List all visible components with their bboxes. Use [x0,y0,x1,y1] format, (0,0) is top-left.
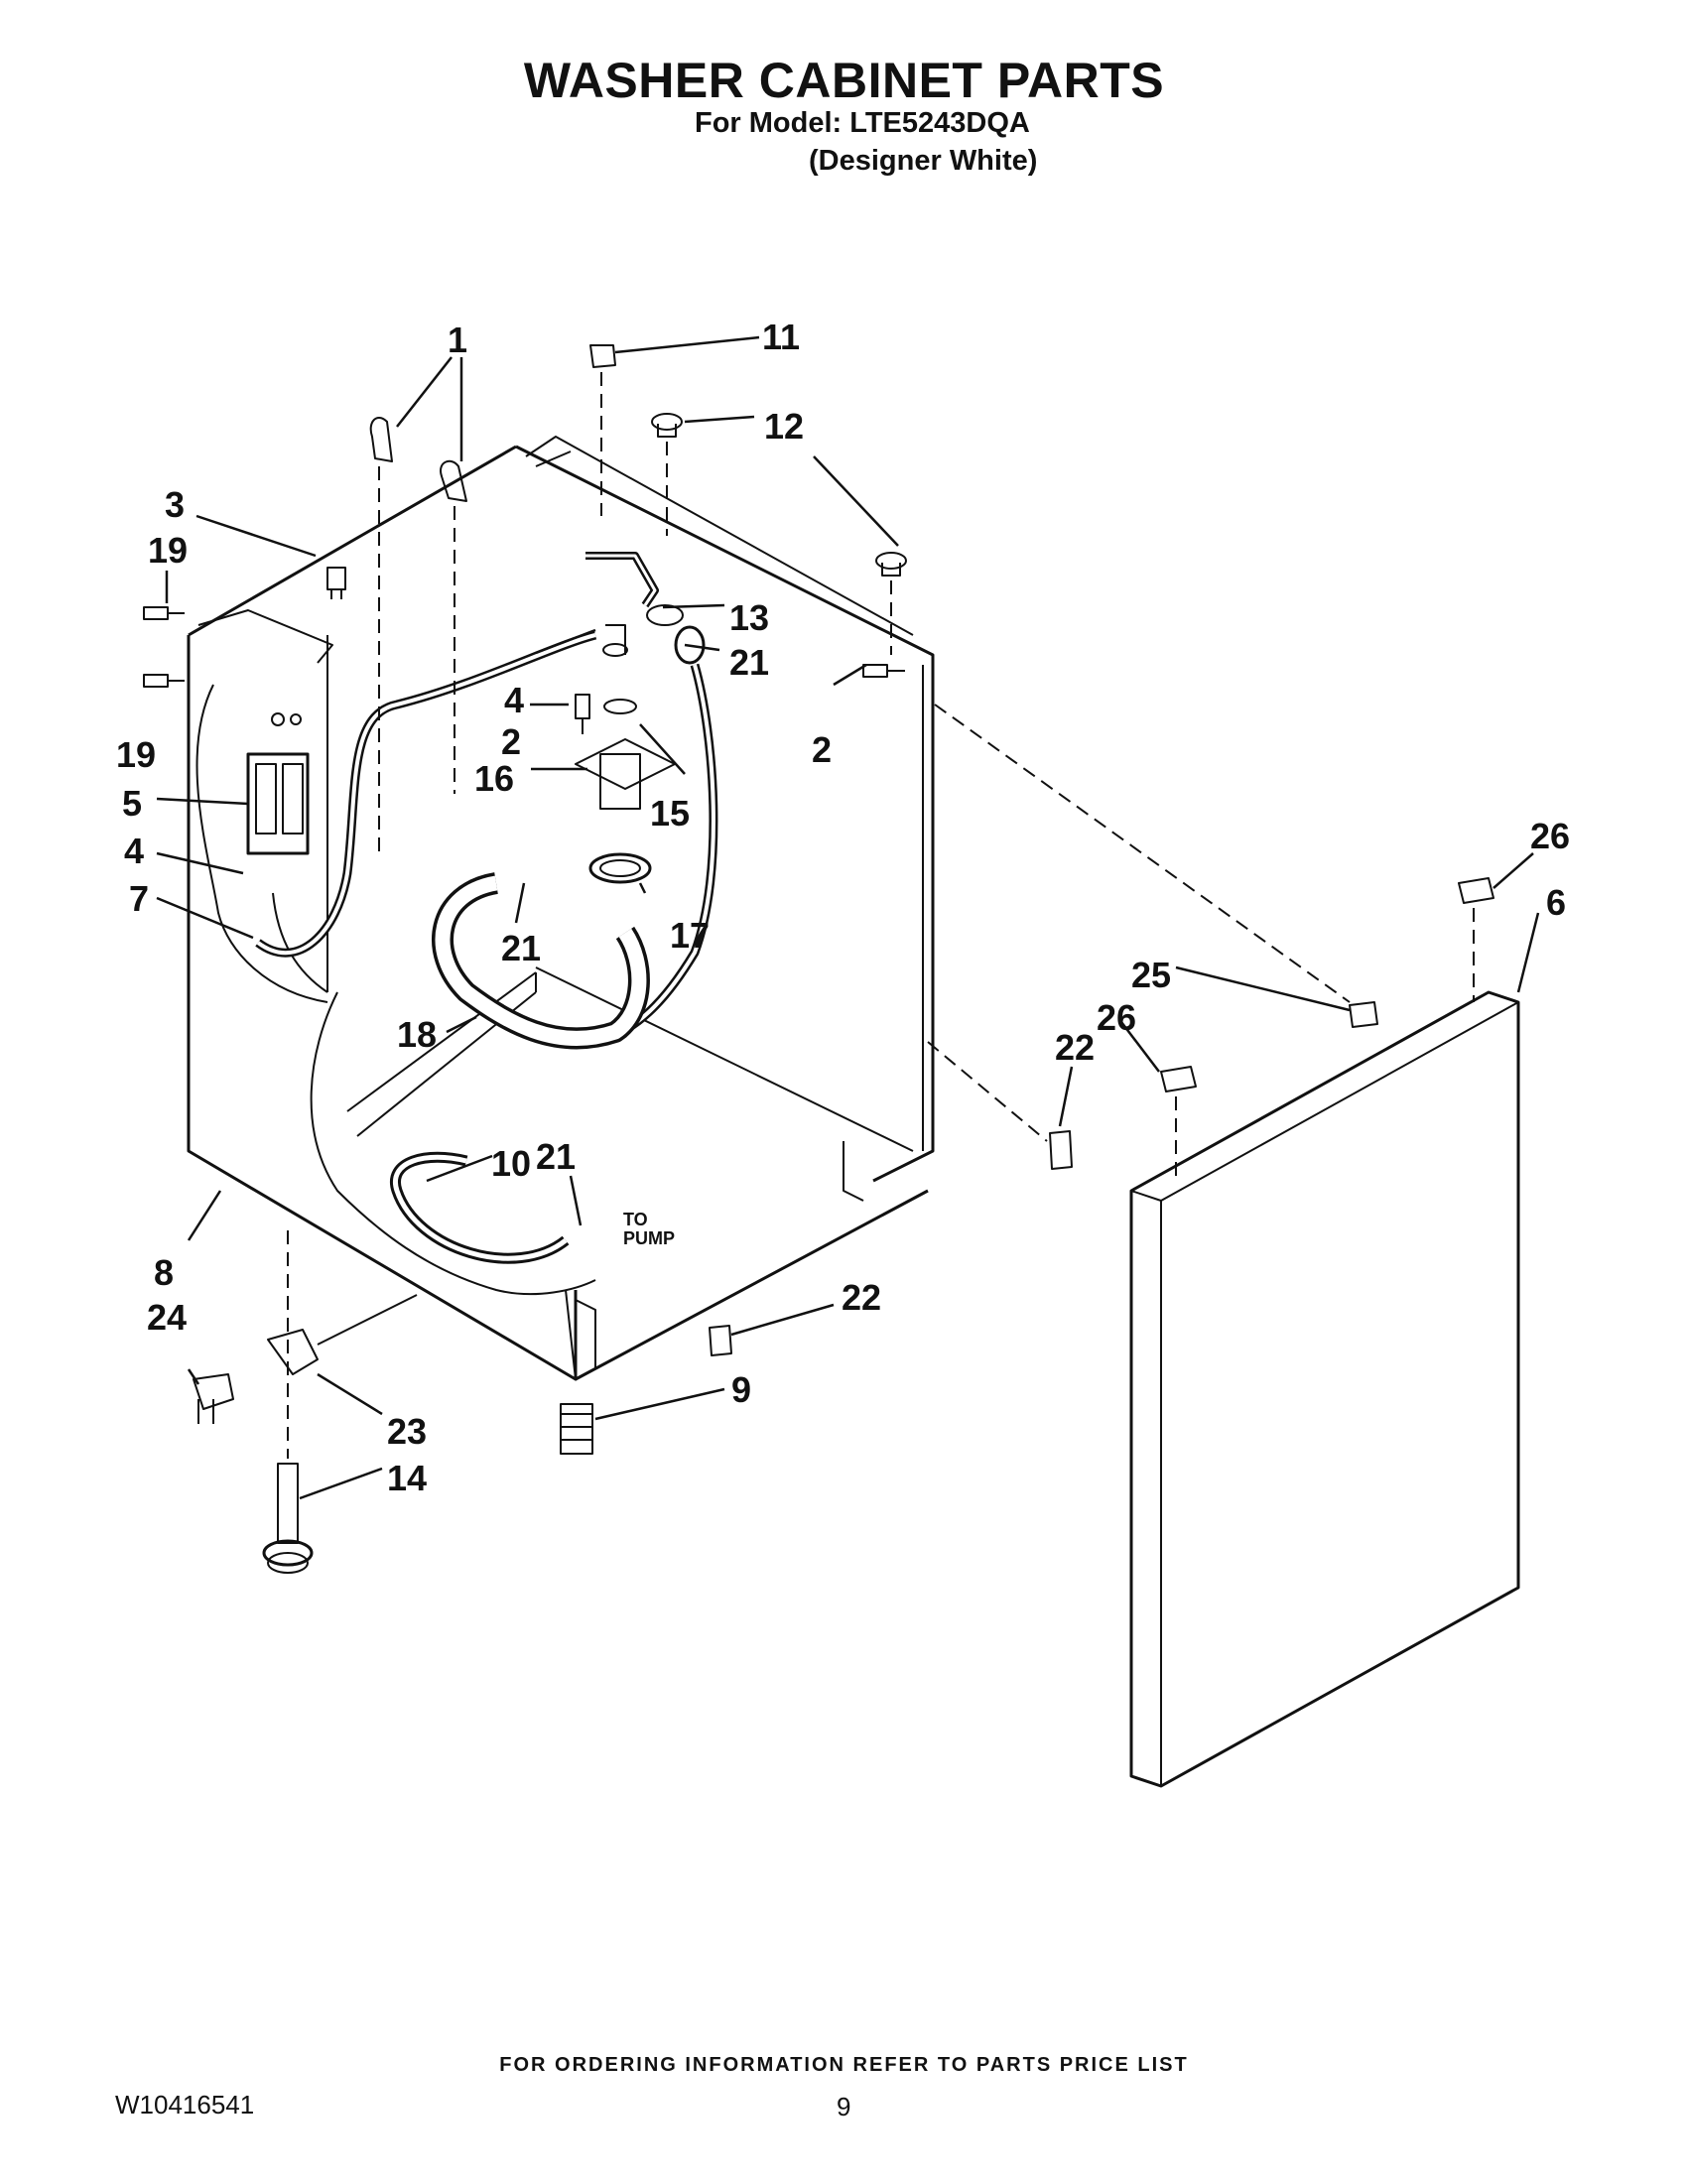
clip-22-lower [709,1325,732,1356]
clip-25 [1349,1001,1378,1028]
callout-8: 8 [154,1252,174,1293]
screw-19-upper [143,606,185,620]
callout-11: 11 [762,317,800,357]
callout-2: 2 [501,721,521,762]
callout-15: 15 [650,793,690,834]
callout-17: 17 [670,915,710,956]
callout-22: 22 [1055,1027,1095,1068]
leveling-leg-9 [560,1403,593,1455]
ordering-note: FOR ORDERING INFORMATION REFER TO PARTS … [499,2054,1189,2076]
callout-21c: 21 [536,1136,576,1177]
cabinet-top-left-edge [188,445,517,637]
rear-leg-14 [277,1463,299,1544]
to-pump-label-1: TO [623,1210,648,1229]
cabinet-rear-panel [515,445,935,1183]
callout-24: 24 [147,1297,187,1338]
clip-26-upper [1458,877,1494,904]
callout-22b: 22 [842,1277,881,1318]
callout-labels: 1 11 12 3 19 13 21 4 2 19 16 15 2 5 4 26… [116,317,1570,1498]
screw-2-right [862,664,905,678]
callout-10: 10 [491,1143,531,1184]
cabinet-inner-top [525,436,914,636]
clip-22-upper [1049,1130,1073,1170]
callout-7: 7 [129,878,149,919]
callout-21b: 21 [501,928,541,968]
callout-2b: 2 [812,729,832,770]
assembly-lines [287,372,1475,1459]
cabinet-base-inner [535,966,914,1152]
model-line: For Model: LTE5243DQA [695,107,1030,139]
screw-3 [326,567,346,599]
wire-clip-1b [440,459,467,502]
callout-25: 25 [1131,955,1171,995]
plug-12a [651,413,683,431]
callout-23: 23 [387,1411,427,1452]
callout-1: 1 [448,320,467,360]
screw-2-mid [575,694,590,734]
page-number: 9 [837,2092,851,2121]
callout-19b: 19 [116,734,156,775]
rear-leg-bracket-23 [267,1329,319,1375]
variant-line: (Designer White) [809,145,1038,177]
callout-3: 3 [165,484,185,525]
callout-16: 16 [474,758,514,799]
callout-9: 9 [731,1369,751,1410]
leader-lines [156,335,1540,1500]
callout-14: 14 [387,1458,427,1498]
power-cord [310,991,596,1296]
elbow-fitting-13 [585,552,659,608]
callout-26: 26 [1530,816,1570,856]
wire-harness-left [195,684,328,1003]
callout-19: 19 [148,530,188,571]
screw-19-lower [143,674,185,688]
to-pump-label-2: PUMP [623,1228,675,1248]
wire-clip-1a [369,417,393,462]
callout-12: 12 [764,406,804,447]
callout-6: 6 [1546,882,1566,923]
document-number: W10416541 [115,2090,255,2120]
clip-26-lower [1160,1066,1197,1092]
leg-clip-24 [193,1373,234,1410]
callout-13: 13 [729,597,769,638]
callout-4b: 4 [124,831,144,871]
callout-26b: 26 [1097,997,1136,1038]
callout-18: 18 [397,1014,437,1055]
plug-12b [875,552,907,570]
plug-11 [589,344,616,368]
corner-bracket-right [843,1141,864,1202]
callout-21: 21 [729,642,769,683]
clamp-17 [588,852,652,884]
page-title: WASHER CABINET PARTS [523,53,1165,108]
cabinet-bottom-front-lip [565,1289,577,1380]
front-panel-6 [1129,990,1520,1788]
callout-5: 5 [122,783,142,824]
cabinet-left-corner-bracket [197,609,333,664]
callout-4: 4 [504,680,524,720]
rear-leg-rod [317,1294,418,1346]
